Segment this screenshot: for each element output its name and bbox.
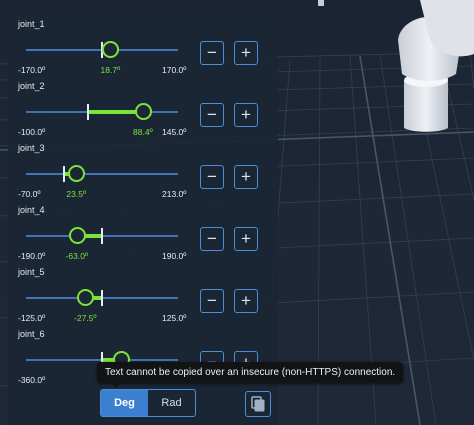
- joint-row-3: joint_3 -70.0º 23.5º 213.0º − +: [8, 143, 278, 205]
- copy-button[interactable]: [245, 391, 271, 417]
- decrement-button[interactable]: −: [200, 41, 224, 65]
- joint-slider[interactable]: [26, 41, 178, 58]
- decrement-button[interactable]: −: [200, 165, 224, 189]
- slider-fill: [88, 110, 143, 114]
- increment-button[interactable]: +: [234, 289, 258, 313]
- deg-button[interactable]: Deg: [101, 390, 148, 416]
- copy-icon: [251, 396, 265, 412]
- increment-button[interactable]: +: [234, 227, 258, 251]
- zero-marker: [62, 166, 65, 182]
- increment-button[interactable]: +: [234, 103, 258, 127]
- joint-name: joint_5: [18, 267, 45, 277]
- zero-marker: [101, 228, 103, 244]
- zero-marker: [101, 290, 103, 306]
- joint-name: joint_2: [18, 81, 45, 91]
- joint-slider[interactable]: [26, 351, 178, 368]
- current-value: -27.5º: [74, 313, 97, 323]
- decrement-button[interactable]: −: [200, 227, 224, 251]
- joint-row-4: joint_4 -190.0º -63.0º 190.0º − +: [8, 205, 278, 267]
- joint-slider[interactable]: [26, 103, 178, 120]
- slider-handle[interactable]: [102, 41, 120, 58]
- decrement-button[interactable]: −: [200, 103, 224, 127]
- min-limit: -125.0º: [18, 313, 46, 323]
- min-limit: -70.0º: [18, 189, 41, 199]
- increment-button[interactable]: +: [234, 165, 258, 189]
- unit-toggle[interactable]: Deg Rad: [100, 389, 196, 417]
- joint-row-2: joint_2 -100.0º 88.4º 145.0º − +: [8, 81, 278, 143]
- max-limit: 190.0º: [162, 251, 187, 261]
- slider-handle[interactable]: [68, 227, 86, 244]
- current-value: 18.7º: [100, 65, 121, 75]
- slider-handle[interactable]: [77, 289, 95, 306]
- current-value: 88.4º: [133, 127, 153, 137]
- increment-button[interactable]: +: [234, 41, 258, 65]
- min-limit: -100.0º: [18, 127, 46, 137]
- min-limit: -170.0º: [18, 65, 46, 75]
- slider-handle[interactable]: [68, 165, 86, 182]
- slider-fill: [76, 234, 102, 238]
- robot-arm: [318, 0, 474, 132]
- joint-name: joint_1: [18, 19, 45, 29]
- max-limit: 170.0º: [162, 65, 187, 75]
- decrement-button[interactable]: −: [200, 289, 224, 313]
- max-limit: 125.0º: [162, 313, 187, 323]
- joint-slider[interactable]: [26, 289, 178, 306]
- joint-name: joint_3: [18, 143, 45, 153]
- rad-button[interactable]: Rad: [161, 397, 182, 409]
- max-limit: 213.0º: [162, 189, 187, 199]
- zero-marker: [101, 352, 103, 368]
- joint-row-5: joint_5 -125.0º -27.5º 125.0º − +: [8, 267, 278, 329]
- max-limit: 145.0º: [162, 127, 187, 137]
- joint-slider[interactable]: [26, 165, 178, 182]
- min-limit: -190.0º: [18, 251, 46, 261]
- insecure-copy-tooltip: Text cannot be copied over an insecure (…: [97, 362, 404, 388]
- joint-slider[interactable]: [26, 227, 178, 244]
- joint-name: joint_4: [18, 205, 45, 215]
- min-limit: -360.0º: [18, 375, 46, 385]
- zero-marker: [101, 42, 103, 58]
- joint-name: joint_6: [18, 329, 45, 339]
- zero-marker: [87, 104, 90, 120]
- joint-row-1: joint_1 -170.0º 18.7º 170.0º − +: [8, 19, 278, 81]
- current-value: -63.0º: [65, 251, 89, 261]
- current-value: 23.5º: [66, 189, 87, 199]
- slider-fill: [102, 358, 122, 362]
- slider-handle[interactable]: [134, 103, 152, 120]
